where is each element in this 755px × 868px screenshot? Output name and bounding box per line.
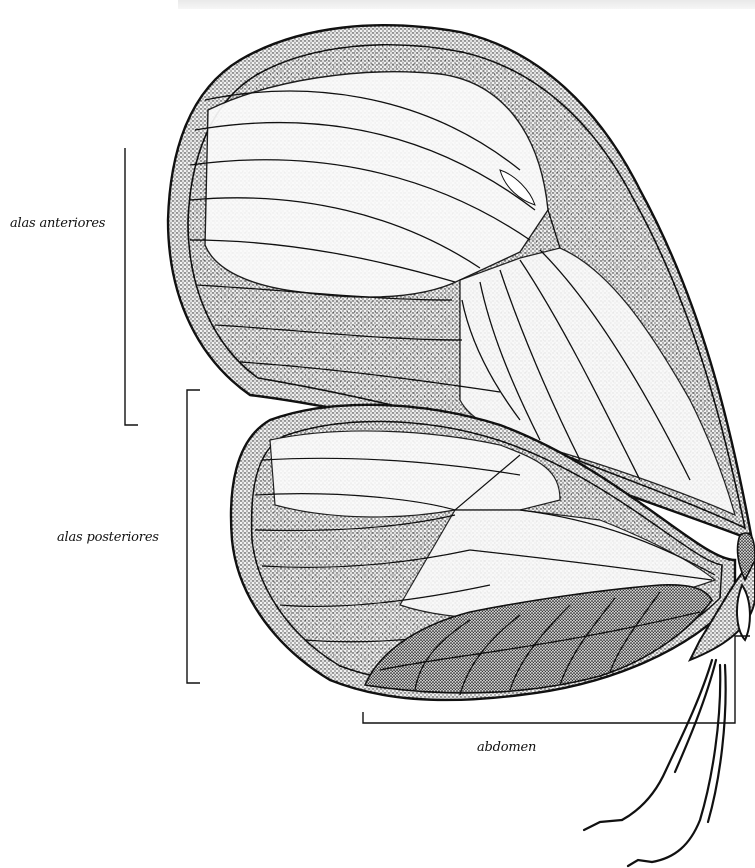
label-hindwings: alas posteriores: [57, 530, 159, 545]
bracket-forewings: [125, 148, 138, 425]
bracket-hindwings: [187, 390, 200, 683]
label-forewings: alas anteriores: [10, 216, 105, 231]
label-abdomen: abdomen: [477, 740, 536, 755]
